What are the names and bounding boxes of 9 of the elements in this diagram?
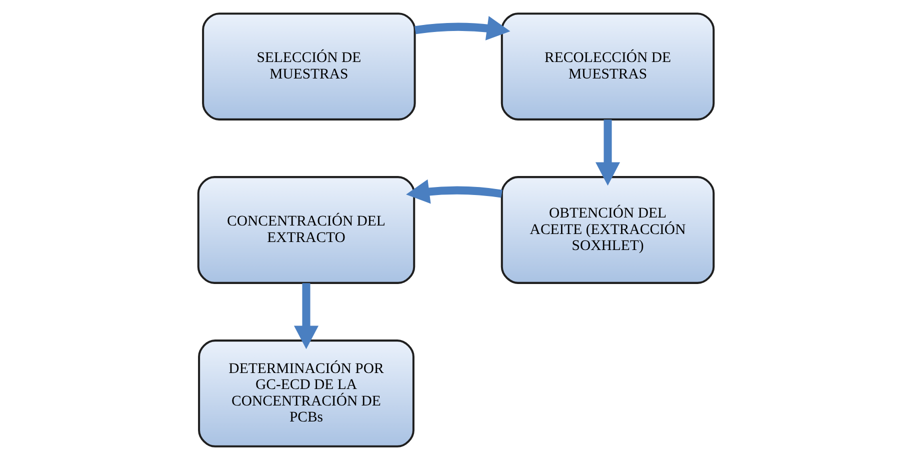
node-box: DETERMINACIÓN POR GC-ECD DE LA CONCENTRACIÓN DE PCBs [198,340,414,448]
node-box: SELECCIÓN DE MUESTRAS [202,12,416,120]
arrow [595,120,620,186]
arrow [414,16,510,40]
node-box: CONCENTRACIÓN DEL EXTRACTO [197,176,416,284]
arrow [294,283,319,350]
node-box: OBTENCIÓN DEL ACEITE (EXTRACCIÓN SOXHLET) [500,176,715,284]
arrow [406,179,502,204]
node-box: RECOLECCIÓN DE MUESTRAS [500,12,715,120]
